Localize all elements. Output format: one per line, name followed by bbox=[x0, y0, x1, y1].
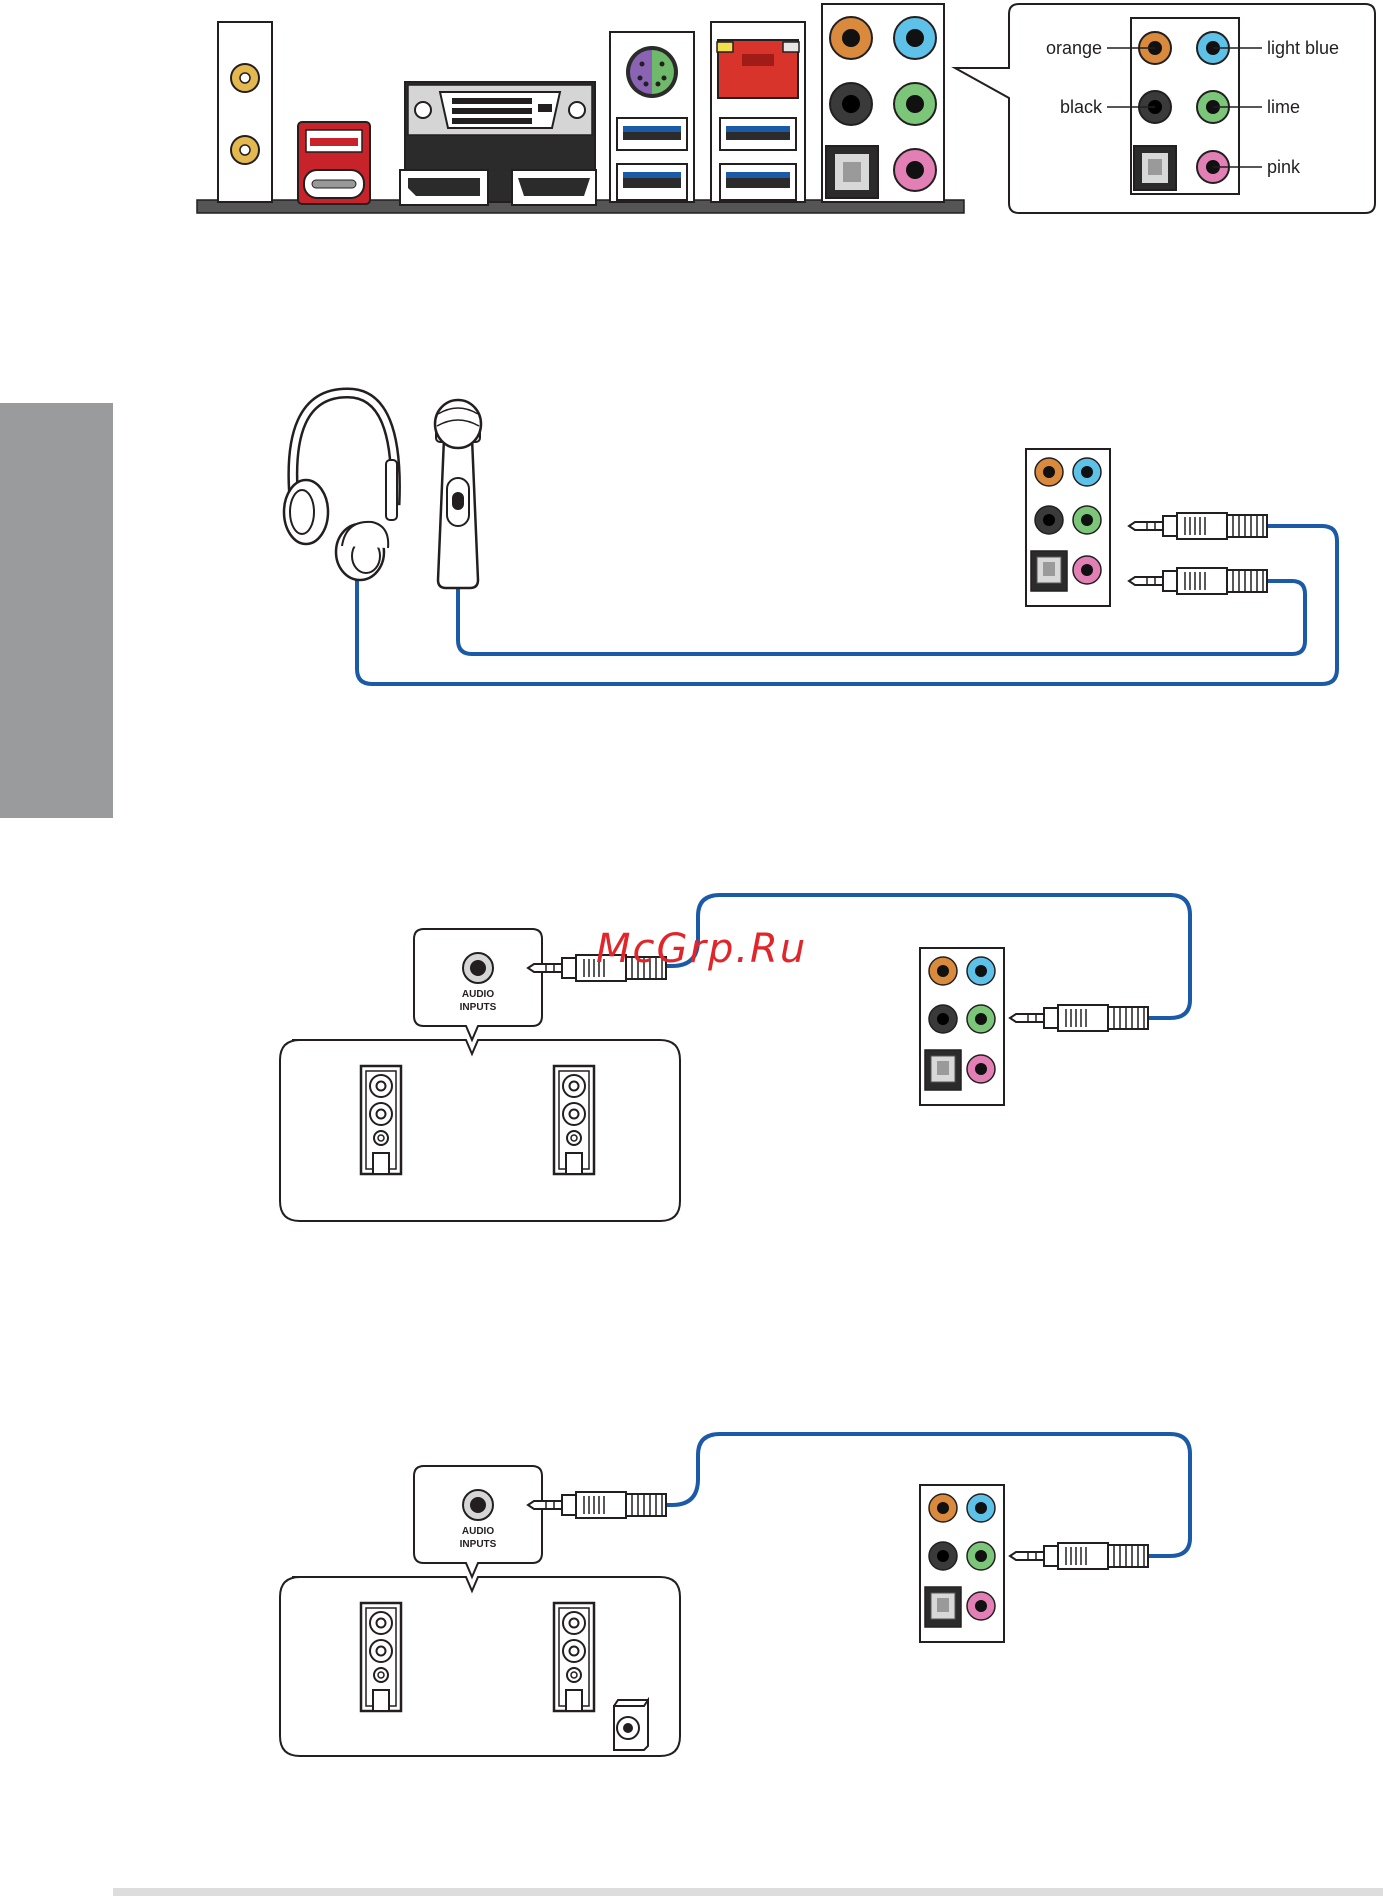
line-out-plug bbox=[1010, 1543, 1148, 1569]
lan-usb-ports bbox=[711, 22, 805, 202]
line-out-plug bbox=[1010, 1005, 1148, 1031]
left-speaker-icon bbox=[361, 1066, 401, 1174]
right-speaker-icon bbox=[554, 1066, 594, 1174]
legend-black-label: black bbox=[1060, 97, 1103, 117]
microphone-icon bbox=[435, 400, 481, 588]
jack-color-legend: orange light blue black lime pink bbox=[955, 4, 1375, 213]
legend-pink-label: pink bbox=[1267, 157, 1301, 177]
wifi-antenna-connectors bbox=[218, 22, 272, 202]
audio-inputs-label-line1: AUDIO bbox=[462, 1526, 494, 1537]
headphone-mic-connection bbox=[284, 393, 1337, 684]
audio-inputs-label-line2: INPUTS bbox=[460, 1002, 497, 1013]
video-ports bbox=[400, 82, 596, 205]
usb-typec-ports bbox=[298, 122, 370, 204]
audio-jack-panel bbox=[920, 1485, 1004, 1642]
mic-plug bbox=[1129, 568, 1267, 594]
audio-jack-panel bbox=[920, 948, 1004, 1105]
two-point-one-speaker-connection: AUDIO INPUTS bbox=[280, 1434, 1190, 1756]
audio-jack-panel bbox=[1026, 449, 1110, 606]
subwoofer-icon bbox=[614, 1700, 648, 1750]
watermark-text: McGrp.Ru bbox=[596, 926, 807, 972]
headphone-plug bbox=[1129, 513, 1267, 539]
audio-inputs-label-line2: INPUTS bbox=[460, 1539, 497, 1550]
legend-lime-label: lime bbox=[1267, 97, 1300, 117]
legend-orange-label: orange bbox=[1046, 38, 1102, 58]
legend-light-blue-label: light blue bbox=[1267, 38, 1339, 58]
headphones-icon bbox=[284, 393, 397, 580]
ps2-usb-ports bbox=[610, 32, 694, 202]
right-speaker-icon bbox=[554, 1603, 594, 1711]
left-speaker-icon bbox=[361, 1603, 401, 1711]
speaker-plug bbox=[528, 1492, 666, 1518]
audio-inputs-label-line1: AUDIO bbox=[462, 989, 494, 1000]
rear-io-panel bbox=[197, 4, 964, 213]
rear-audio-jacks bbox=[822, 4, 944, 202]
footer-rule bbox=[113, 1888, 1383, 1896]
